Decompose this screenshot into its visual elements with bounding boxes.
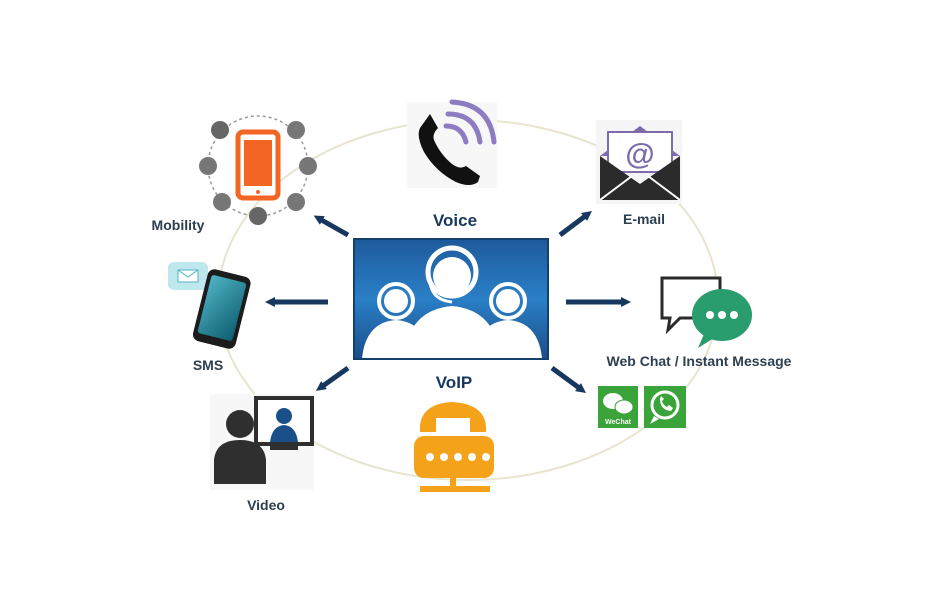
smartphone-message-icon <box>168 262 251 349</box>
mobility-label: Mobility <box>152 217 205 233</box>
voip-label: VoIP <box>436 373 473 392</box>
call-center-agents-icon <box>362 245 542 358</box>
envelope-at-icon: @ <box>599 126 681 201</box>
webchat-node: Web Chat / Instant Message <box>607 276 792 369</box>
arrow-to-mobility <box>313 215 350 238</box>
voip-phone-icon <box>414 402 494 492</box>
phone-call-icon <box>418 99 497 185</box>
connection-arrows <box>265 211 631 393</box>
arrow-to-wechat <box>550 365 587 393</box>
mobility-node: Mobility <box>152 115 317 233</box>
voip-node: VoIP <box>414 373 494 492</box>
arrow-to-video <box>315 365 350 391</box>
messaging-apps-node: WeChat <box>598 386 686 428</box>
voice-node: Voice <box>407 99 497 230</box>
video-node: Video <box>210 394 314 513</box>
sms-label: SMS <box>193 357 223 373</box>
video-conference-icon <box>214 396 314 484</box>
svg-text:@: @ <box>625 138 654 171</box>
email-label: E-mail <box>623 211 665 227</box>
wechat-badge-text: WeChat <box>605 419 632 426</box>
arrow-to-email <box>558 211 592 237</box>
voice-label: Voice <box>433 211 477 230</box>
sms-node: SMS <box>168 262 251 373</box>
email-node: @ E-mail <box>596 120 682 227</box>
wechat-icon: WeChat <box>598 386 638 428</box>
video-label: Video <box>247 497 285 513</box>
center-hub <box>353 238 549 360</box>
webchat-label: Web Chat / Instant Message <box>607 353 792 369</box>
whatsapp-icon <box>644 386 686 428</box>
chat-bubbles-icon <box>660 276 752 348</box>
mobile-apps-icon <box>199 115 317 225</box>
